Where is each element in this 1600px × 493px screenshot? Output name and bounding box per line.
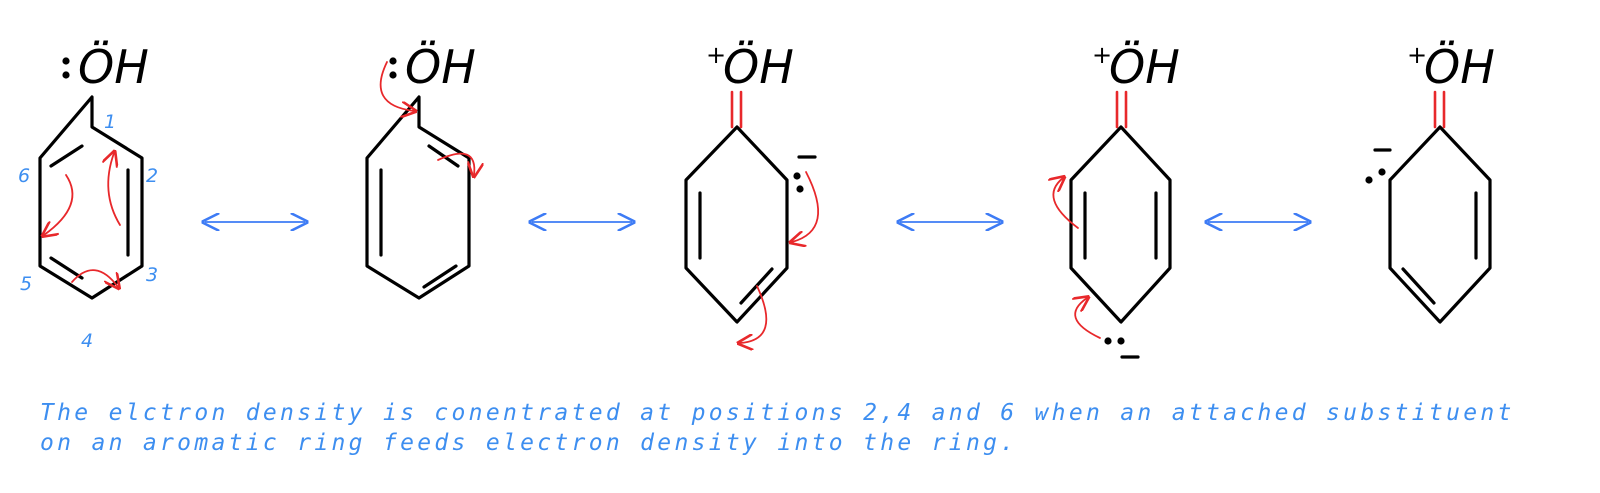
structure-3: + ÖH – xyxy=(684,40,820,343)
positive-charge: + xyxy=(706,41,726,69)
positive-charge: + xyxy=(1407,41,1427,69)
caption-line-1: The elctron density is conentrated at po… xyxy=(40,400,1515,426)
double-bond-inner xyxy=(422,264,458,289)
lone-pair-dot xyxy=(389,71,397,79)
benzene-ring xyxy=(365,95,471,300)
lone-pair-dot xyxy=(62,57,70,65)
curly-arrow xyxy=(44,174,74,235)
curly-arrow xyxy=(437,152,474,175)
position-label-1: 1 xyxy=(104,111,116,133)
cyclohexadienyl-ring xyxy=(684,125,789,324)
hydroxyl-label: ÖH xyxy=(1109,40,1180,94)
curly-arrow xyxy=(740,285,768,343)
double-bond-inner xyxy=(427,144,460,168)
double-bond-inner xyxy=(49,256,84,280)
cyclohexadienyl-ring xyxy=(1069,125,1172,324)
curly-arrow xyxy=(792,171,820,242)
lone-pair-dot xyxy=(1104,337,1112,345)
curly-arrow xyxy=(1053,178,1079,229)
cyclohexadienyl-ring xyxy=(1388,125,1492,324)
caption-line-2: on an aromatic ring feeds electron densi… xyxy=(40,430,1018,456)
structure-5: + ÖH – xyxy=(1365,40,1495,324)
caption: The elctron density is conentrated at po… xyxy=(40,398,1580,458)
position-label-3: 3 xyxy=(146,264,158,286)
hydroxyl-label: ÖH xyxy=(1424,40,1495,94)
position-label-2: 2 xyxy=(146,165,158,187)
double-bond-inner xyxy=(1401,267,1436,305)
curly-arrow xyxy=(71,269,118,287)
lone-pair-dot xyxy=(1117,337,1125,345)
lone-pair-dot xyxy=(796,185,804,193)
structure-2: ÖH xyxy=(365,40,476,300)
structure-1-phenol: ÖH 1 2 3 4 5 6 xyxy=(18,40,158,352)
curly-arrow xyxy=(379,61,414,111)
hydroxyl-label: ÖH xyxy=(723,40,794,94)
position-label-5: 5 xyxy=(20,273,32,295)
lone-pair-dot xyxy=(793,172,801,180)
curly-arrow xyxy=(108,153,121,226)
lone-pair-dot xyxy=(62,71,70,79)
position-label-4: 4 xyxy=(81,330,93,352)
curly-arrow xyxy=(1075,298,1101,339)
double-bond-inner xyxy=(49,144,84,168)
lone-pair-dot xyxy=(1365,176,1373,184)
positive-charge: + xyxy=(1092,41,1112,69)
lone-pair-dot xyxy=(389,57,397,65)
lone-pair-dot xyxy=(1378,168,1386,176)
hydroxyl-label: ÖH xyxy=(78,40,149,94)
hydroxyl-label: ÖH xyxy=(405,40,476,94)
position-label-6: 6 xyxy=(18,165,30,187)
structure-4: + ÖH – xyxy=(1053,40,1180,359)
